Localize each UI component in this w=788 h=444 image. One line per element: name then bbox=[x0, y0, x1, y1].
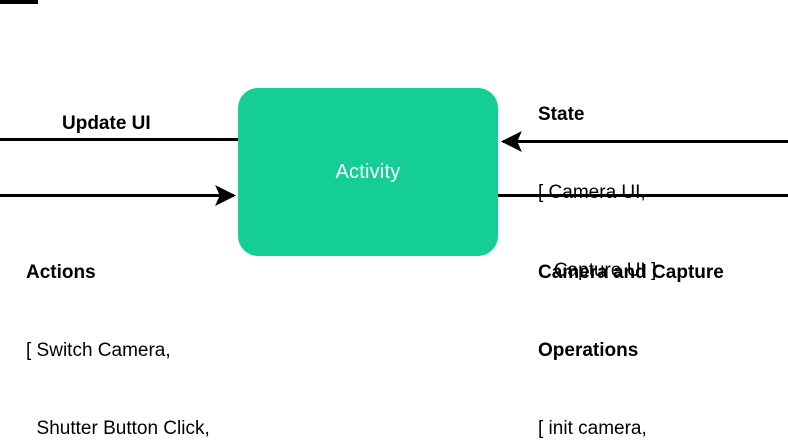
block-camera-operations-line-0: [ init camera, bbox=[538, 418, 647, 439]
block-actions-heading: Actions bbox=[26, 262, 96, 283]
node-activity[interactable]: Activity bbox=[238, 88, 498, 256]
block-state-line-1: Capture UI ] bbox=[538, 260, 657, 281]
block-actions-line-0: [ Switch Camera, bbox=[26, 340, 171, 361]
block-actions-line-1: Shutter Button Click, bbox=[26, 418, 210, 439]
crop-marker-bar bbox=[0, 0, 38, 4]
block-camera-operations-heading-line-2: Operations bbox=[538, 340, 639, 361]
edge-label-update-ui: Update UI bbox=[62, 113, 151, 134]
block-state: State [ Camera UI, Capture UI ] bbox=[538, 50, 656, 336]
node-activity-label: Activity bbox=[335, 160, 401, 183]
block-actions: Actions [ Switch Camera, Shutter Button … bbox=[26, 208, 256, 444]
block-camera-operations-heading-line-1: Camera and Capture bbox=[538, 262, 724, 283]
block-state-line-0: [ Camera UI, bbox=[538, 182, 646, 203]
block-camera-operations: Camera and Capture Operations [ init cam… bbox=[538, 208, 724, 444]
block-state-heading: State bbox=[538, 104, 585, 125]
